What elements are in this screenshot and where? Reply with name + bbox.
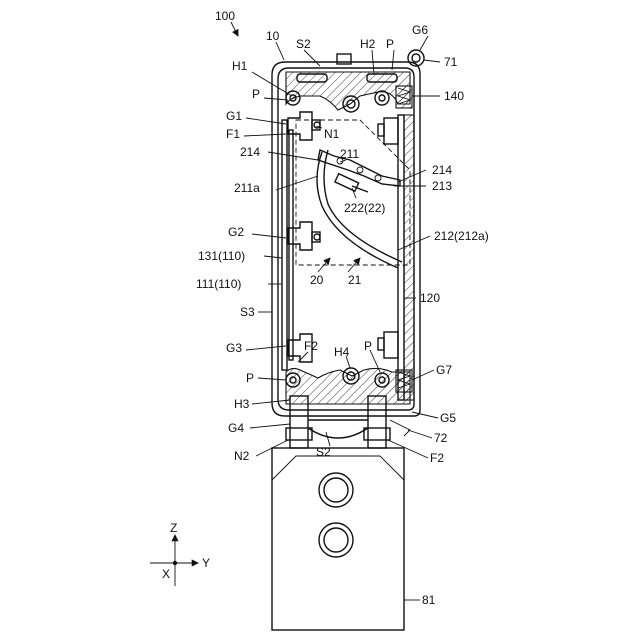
label-H1: H1 [232, 59, 248, 73]
label-F2-top: F2 [304, 339, 318, 353]
label-P-bottom: P [364, 339, 372, 353]
side-plate-right [398, 115, 414, 400]
label-211a: 211a [234, 181, 260, 195]
label-P-left-2: P [246, 371, 254, 385]
label-H4: H4 [334, 345, 350, 359]
label-G6: G6 [412, 23, 428, 37]
axis-indicator: Z Y X [150, 521, 210, 586]
label-72: 72 [434, 431, 448, 445]
label-P-top: P [386, 37, 394, 51]
label-214-right: 214 [432, 163, 452, 177]
label-140: 140 [444, 89, 464, 103]
label-222: 222(22) [344, 201, 385, 215]
label-N2: N2 [234, 449, 250, 463]
label-G4: G4 [228, 421, 244, 435]
label-F2-bottom: F2 [430, 451, 444, 465]
label-81: 81 [422, 593, 436, 607]
label-10: 10 [266, 29, 280, 43]
label-P-left-1: P [252, 87, 260, 101]
label-214-left: 214 [240, 145, 260, 159]
label-H2: H2 [360, 37, 376, 51]
label-F1: F1 [226, 127, 240, 141]
label-211: 211 [340, 147, 359, 161]
label-213: 213 [432, 179, 452, 193]
label-100: 100 [215, 9, 235, 23]
label-131: 131(110) [198, 249, 245, 263]
axis-z-label: Z [170, 521, 177, 535]
axis-x-label: X [162, 567, 170, 581]
label-21: 21 [348, 273, 362, 287]
label-G2: G2 [228, 225, 244, 239]
label-111: 111(110) [196, 277, 241, 291]
label-S2-bottom: S2 [316, 445, 331, 459]
terminal-blocks-right [378, 118, 398, 358]
label-20: 20 [310, 273, 324, 287]
label-G5: G5 [440, 411, 456, 425]
label-S3: S3 [240, 305, 255, 319]
label-71: 71 [444, 55, 458, 69]
spring-140 [396, 86, 412, 108]
axis-y-label: Y [202, 556, 210, 570]
label-H3: H3 [234, 397, 250, 411]
label-G7: G7 [436, 363, 452, 377]
label-120: 120 [420, 291, 440, 305]
base-block-81 [272, 448, 404, 630]
label-S2-top: S2 [296, 37, 311, 51]
label-212: 212(212a) [434, 229, 489, 243]
label-G3: G3 [226, 341, 242, 355]
side-plates-left [282, 120, 293, 370]
label-N1: N1 [324, 127, 340, 141]
bottom-frame [286, 368, 412, 404]
label-G1: G1 [226, 109, 242, 123]
